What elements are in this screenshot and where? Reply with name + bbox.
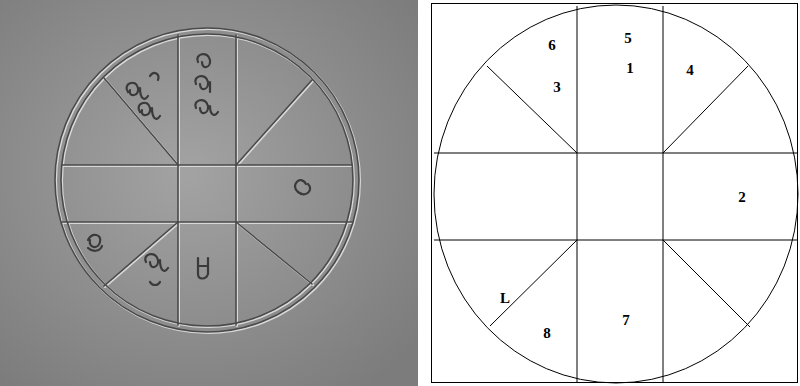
callout-number: 1: [626, 61, 634, 76]
callout-number: 7: [622, 313, 630, 328]
callout-number: 8: [543, 326, 551, 341]
callout-number: 6: [548, 38, 556, 53]
photo-ground: [0, 0, 418, 386]
engraved-seal: [55, 28, 360, 333]
callout-number: 4: [686, 63, 694, 78]
callout-number: 2: [738, 190, 746, 205]
callout-number: 5: [624, 31, 632, 46]
callout-number: L: [500, 291, 510, 306]
sector-diagram: [434, 5, 798, 383]
callout-number: 3: [553, 80, 561, 95]
panel-frame: [432, 4, 798, 383]
